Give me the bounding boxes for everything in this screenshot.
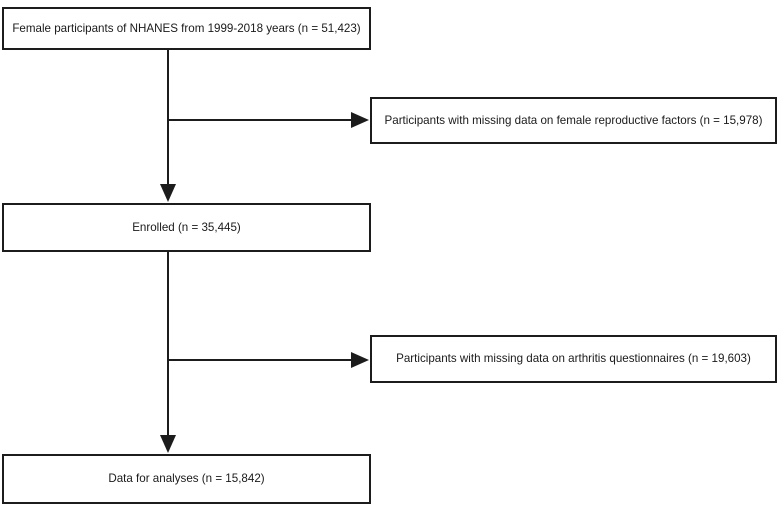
node-initial-population-label: Female participants of NHANES from 1999-… bbox=[12, 21, 361, 35]
arrowhead-final bbox=[160, 435, 176, 453]
arrowhead-enrolled bbox=[160, 184, 176, 202]
node-excluded-arthritis-label: Participants with missing data on arthri… bbox=[396, 352, 751, 366]
node-enrolled: Enrolled (n = 35,445) bbox=[2, 203, 371, 252]
node-enrolled-label: Enrolled (n = 35,445) bbox=[132, 220, 241, 234]
node-excluded-reproductive-label: Participants with missing data on female… bbox=[384, 113, 763, 127]
arrowhead-excluded-reproductive bbox=[351, 112, 369, 128]
node-excluded-arthritis: Participants with missing data on arthri… bbox=[370, 335, 777, 383]
node-initial-population: Female participants of NHANES from 1999-… bbox=[2, 7, 371, 50]
node-excluded-reproductive: Participants with missing data on female… bbox=[370, 97, 777, 144]
arrowhead-excluded-arthritis bbox=[351, 352, 369, 368]
node-final-analyses: Data for analyses (n = 15,842) bbox=[2, 454, 371, 504]
node-final-analyses-label: Data for analyses (n = 15,842) bbox=[108, 472, 265, 486]
